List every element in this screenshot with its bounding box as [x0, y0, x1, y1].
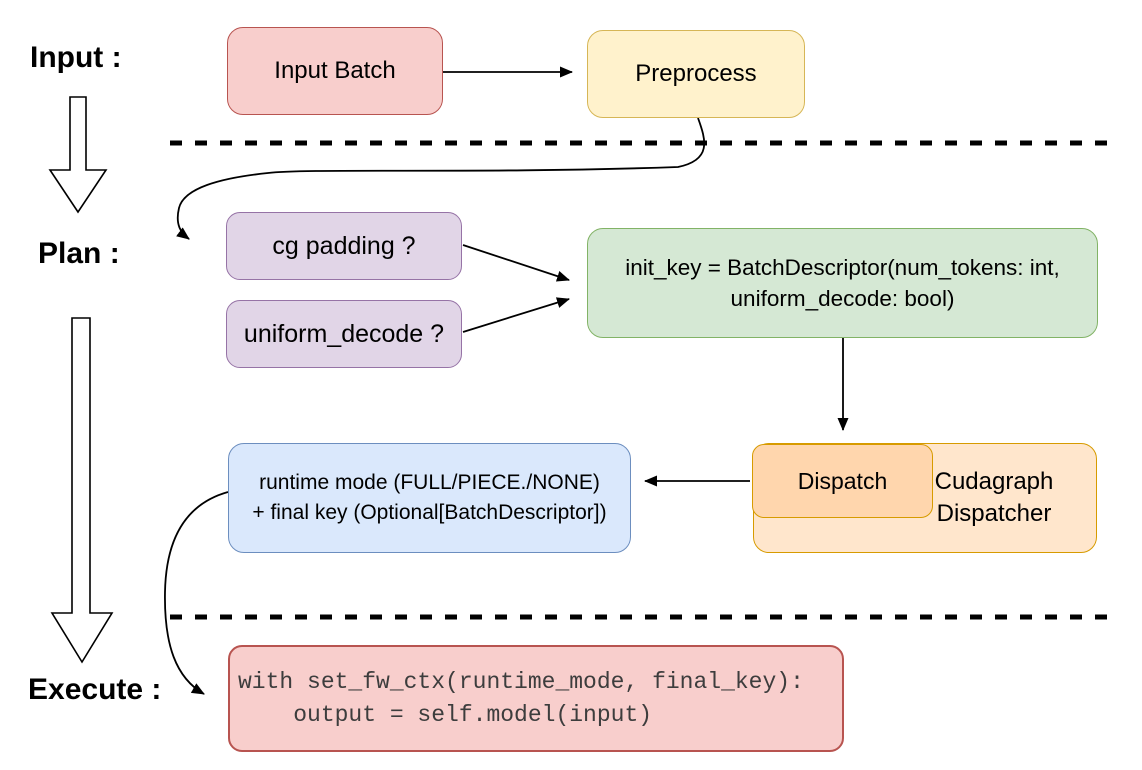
arrow-cg-padding-to-init-key: [462, 244, 570, 282]
node-uniform-decode: uniform_decode ?: [226, 300, 462, 368]
stage-label-input: Input :: [30, 41, 122, 74]
stage-arrow-input-to-plan: [48, 96, 108, 214]
node-dispatch: Dispatch: [752, 444, 933, 518]
node-execute-code-line1: with set_fw_ctx(runtime_mode, final_key)…: [238, 668, 804, 695]
node-cudagraph-dispatcher-label: Cudagraph Dispatcher: [934, 468, 1054, 527]
node-init-key: init_key = BatchDescriptor(num_tokens: i…: [587, 228, 1098, 338]
node-input-batch-label: Input Batch: [274, 57, 396, 84]
arrow-uniform-decode-to-init-key: [462, 297, 570, 333]
node-runtime-mode: runtime mode (FULL/PIECE./NONE) + final …: [228, 443, 631, 553]
node-cg-padding-label: cg padding ?: [272, 231, 416, 260]
stage-label-execute: Execute :: [28, 673, 162, 706]
arrow-runtime-mode-to-execute-code: [164, 491, 229, 695]
arrow-preprocess-to-cg-padding: [176, 117, 706, 240]
stage-label-plan: Plan :: [38, 237, 120, 270]
node-uniform-decode-label: uniform_decode ?: [243, 319, 445, 348]
node-cg-padding: cg padding ?: [226, 212, 462, 280]
node-init-key-line1: init_key = BatchDescriptor(num_tokens: i…: [625, 255, 1060, 280]
node-runtime-mode-line2: + final key (Optional[BatchDescriptor]): [252, 501, 607, 524]
node-runtime-mode-line1: runtime mode (FULL/PIECE./NONE): [259, 471, 600, 494]
node-execute-code: with set_fw_ctx(runtime_mode, final_key)…: [228, 645, 844, 752]
stage-arrow-plan-to-execute: [50, 317, 114, 664]
node-preprocess-label: Preprocess: [635, 60, 757, 87]
node-dispatch-label: Dispatch: [797, 467, 888, 494]
node-init-key-line2: uniform_decode: bool): [730, 286, 955, 311]
node-input-batch: Input Batch: [227, 27, 443, 115]
node-execute-code-line2: output = self.model(input): [238, 701, 653, 728]
node-preprocess: Preprocess: [587, 30, 805, 118]
